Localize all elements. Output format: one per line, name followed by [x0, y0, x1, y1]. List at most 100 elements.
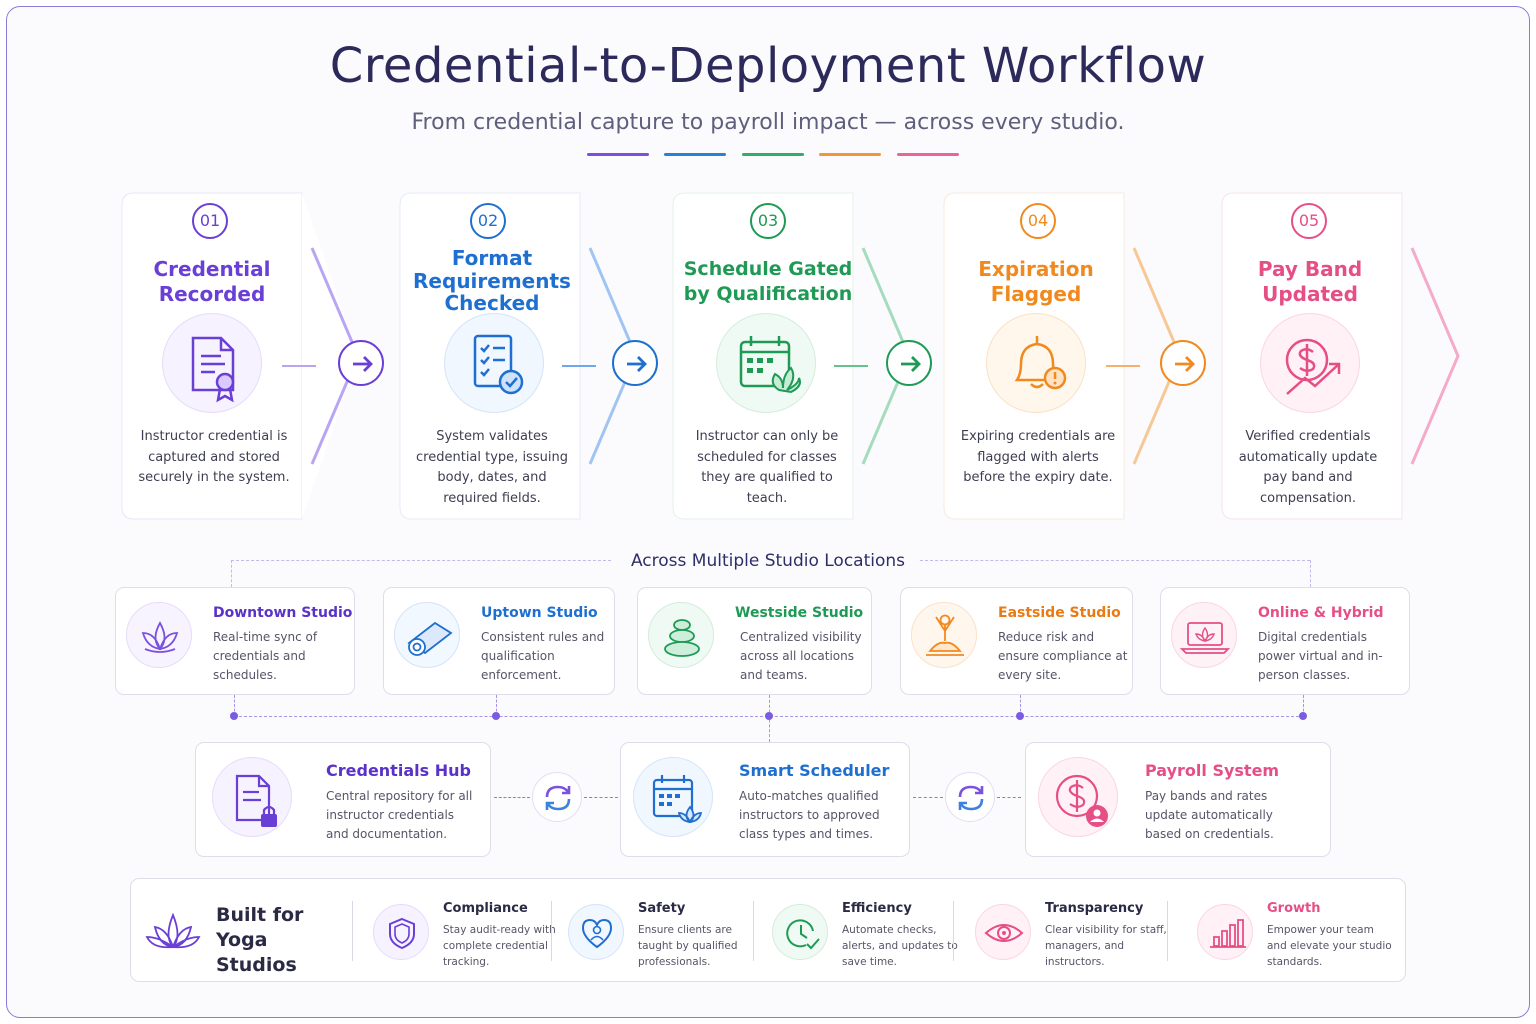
step-number: 01	[192, 203, 228, 239]
next-arrow-icon	[338, 340, 384, 386]
step-description: Verified credentials automatically updat…	[1238, 429, 1378, 506]
studio-name: Eastside Studio	[998, 605, 1121, 621]
benefit-growth: Growth Empower your team and elevate you…	[1197, 879, 1397, 983]
studio-card-eastside: Eastside Studio Reduce risk and ensure c…	[900, 587, 1133, 695]
studio-description: Reduce risk and ensure compliance at eve…	[998, 630, 1128, 682]
next-arrow-icon	[886, 340, 932, 386]
benefits-bar: Built for Yoga Studios Compliance Stay a…	[130, 878, 1406, 982]
system-card-credentials-hub: Credentials Hub Central repository for a…	[195, 742, 491, 857]
shield-icon	[373, 904, 429, 960]
accent-underline-green	[742, 153, 804, 156]
meditation-figure-icon	[911, 602, 977, 668]
step-number: 04	[1020, 203, 1056, 239]
bar-chart-icon	[1197, 904, 1253, 960]
accent-underline-blue	[664, 153, 726, 156]
connector-line	[1106, 365, 1140, 367]
benefit-title: Efficiency	[842, 901, 912, 916]
section-divider-right-drop	[1310, 560, 1311, 587]
page-title: Credential-to-Deployment Workflow	[329, 38, 1207, 94]
accent-underline-orange	[819, 153, 881, 156]
certificate-document-icon	[162, 313, 262, 413]
section-divider-right	[920, 560, 1310, 561]
system-description: Auto-matches qualified instructors to ap…	[739, 789, 880, 841]
system-name: Smart Scheduler	[739, 761, 890, 780]
sync-icon	[532, 772, 582, 822]
step-expiration-flagged: 04 Expiration Flagged Expiring credentia…	[943, 192, 1182, 520]
benefit-efficiency: Efficiency Automate checks, alerts, and …	[772, 879, 972, 983]
step-title: Credential Recorded	[153, 257, 271, 306]
studio-name: Westside Studio	[735, 605, 864, 621]
benefit-description: Empower your team and elevate your studi…	[1267, 924, 1392, 968]
studio-drop-line	[496, 695, 497, 716]
benefit-description: Automate checks, alerts, and updates to …	[842, 924, 958, 968]
step-number: 05	[1291, 203, 1327, 239]
accent-underline-purple	[587, 153, 649, 156]
divider	[753, 901, 754, 961]
step-description: Expiring credentials are flagged with al…	[960, 429, 1116, 485]
connector-line	[834, 365, 868, 367]
studio-description: Digital credentials power virtual and in…	[1258, 630, 1383, 682]
studio-name: Downtown Studio	[213, 605, 353, 621]
studio-description: Real-time sync of credentials and schedu…	[213, 630, 318, 682]
system-description: Pay bands and rates update automatically…	[1145, 789, 1274, 841]
sync-connector-line	[913, 797, 943, 798]
divider	[551, 901, 552, 961]
calendar-lotus-icon	[716, 313, 816, 413]
alert-bell-icon	[986, 313, 1086, 413]
benefit-description: Clear visibility for staff, managers, an…	[1045, 924, 1167, 968]
step-number: 03	[750, 203, 786, 239]
sync-connector-line	[494, 797, 530, 798]
system-description: Central repository for all instructor cr…	[326, 789, 473, 841]
benefit-compliance: Compliance Stay audit-ready with complet…	[373, 879, 573, 983]
network-node	[492, 712, 500, 720]
step-pay-band-updated: 05 Pay Band Updated Verified credentials…	[1221, 192, 1460, 520]
step-schedule-gated: 03 Schedule Gated by Qualification Instr…	[672, 192, 911, 520]
step-title: Pay Band Updated	[1257, 257, 1363, 306]
divider	[953, 901, 954, 961]
studios-section-label: Across Multiple Studio Locations	[630, 551, 906, 571]
checklist-icon	[444, 313, 544, 413]
lotus-icon	[145, 912, 201, 949]
step-format-requirements: 02 Format Requirements Checked System va…	[399, 192, 638, 520]
laptop-lotus-icon	[1171, 602, 1237, 668]
lotus-icon	[126, 602, 192, 668]
dollar-person-icon	[1038, 757, 1118, 837]
step-description: System validates credential type, issuin…	[416, 429, 568, 506]
studio-drop-line	[1303, 695, 1304, 716]
next-arrow-icon	[1160, 340, 1206, 386]
divider	[352, 901, 353, 961]
dollar-growth-icon	[1260, 313, 1360, 413]
clock-icon	[772, 904, 828, 960]
network-node	[1016, 712, 1024, 720]
calendar-lotus-icon	[633, 757, 713, 837]
section-divider-left-drop	[231, 560, 232, 587]
benefit-title: Growth	[1267, 901, 1321, 916]
studio-drop-line	[234, 695, 235, 716]
studio-description: Centralized visibility across all locati…	[740, 630, 862, 682]
sync-connector-line	[584, 797, 618, 798]
studio-card-downtown: Downtown Studio Real-time sync of creden…	[115, 587, 355, 695]
benefit-title: Transparency	[1045, 901, 1144, 916]
step-title: Format Requirements Checked	[413, 246, 571, 315]
next-arrow-icon	[612, 340, 658, 386]
benefit-transparency: Transparency Clear visibility for staff,…	[975, 879, 1175, 983]
benefit-title: Compliance	[443, 901, 528, 916]
system-name: Payroll System	[1145, 761, 1280, 780]
step-credential-recorded: 01 Credential Recorded Instructor creden…	[121, 192, 360, 520]
connector-line	[562, 365, 596, 367]
step-description: Instructor credential is captured and st…	[138, 429, 290, 485]
network-node	[230, 712, 238, 720]
studio-drop-line	[1020, 695, 1021, 716]
benefit-title: Safety	[638, 901, 686, 916]
sync-icon	[945, 772, 995, 822]
yoga-mat-icon	[394, 602, 460, 668]
benefit-safety: Safety Ensure clients are taught by qual…	[568, 879, 768, 983]
benefit-description: Stay audit-ready with complete credentia…	[443, 924, 556, 968]
heart-person-icon	[568, 904, 624, 960]
system-card-smart-scheduler: Smart Scheduler Auto-matches qualified i…	[620, 742, 910, 857]
studio-name: Online & Hybrid	[1258, 605, 1384, 621]
studio-card-uptown: Uptown Studio Consistent rules and quali…	[383, 587, 615, 695]
step-description: Instructor can only be scheduled for cla…	[695, 429, 839, 506]
locked-document-icon	[212, 757, 292, 837]
step-title: Schedule Gated by Qualification	[683, 258, 853, 305]
